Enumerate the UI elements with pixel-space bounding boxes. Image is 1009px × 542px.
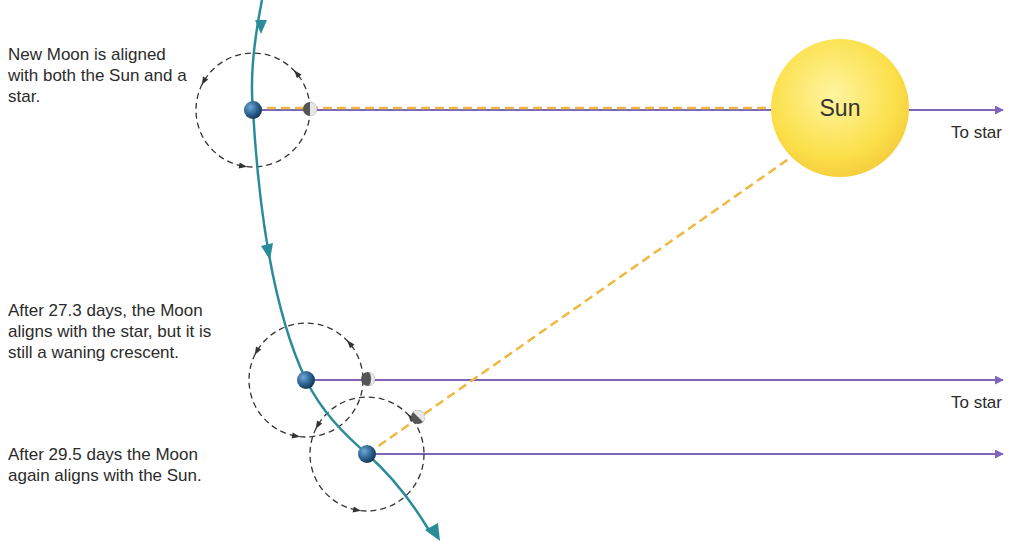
orbit-arrowhead (425, 523, 440, 541)
earth-orbit (252, 0, 430, 532)
orbit-arrowhead (313, 421, 322, 431)
star-sightline (367, 453, 1003, 455)
annotation: After 29.5 days the Moon again aligns wi… (8, 444, 244, 486)
moon (361, 372, 375, 386)
moon (411, 410, 425, 424)
moon-orbit (249, 323, 363, 437)
orbit-arrowhead (292, 432, 301, 439)
direction-label: To star (930, 122, 1002, 143)
orbit-arrowhead (261, 243, 273, 260)
star-sightline (306, 379, 1003, 381)
direction-label: To star (930, 392, 1002, 413)
orbit-arrowhead (345, 338, 355, 348)
annotation: After 27.3 days, the Moon aligns with th… (8, 300, 220, 363)
orbit-arrowhead (292, 68, 302, 78)
moon (303, 102, 317, 116)
orbit-arrowhead (353, 506, 362, 513)
orbit-arrowhead (239, 162, 248, 169)
earth (297, 371, 315, 389)
sun-sightline (367, 158, 790, 454)
sun-circle: Sun (770, 38, 910, 178)
annotation: New Moon is aligned with both the Sun an… (8, 44, 190, 107)
orbit-arrowhead (199, 77, 208, 87)
orbit-arrowhead (255, 20, 267, 34)
orbit-arrowhead (252, 347, 261, 357)
node-text: Sun (820, 95, 861, 122)
earth (358, 445, 376, 463)
sun-disc (771, 39, 909, 177)
sun-sightline (253, 107, 772, 110)
earth (244, 101, 262, 119)
